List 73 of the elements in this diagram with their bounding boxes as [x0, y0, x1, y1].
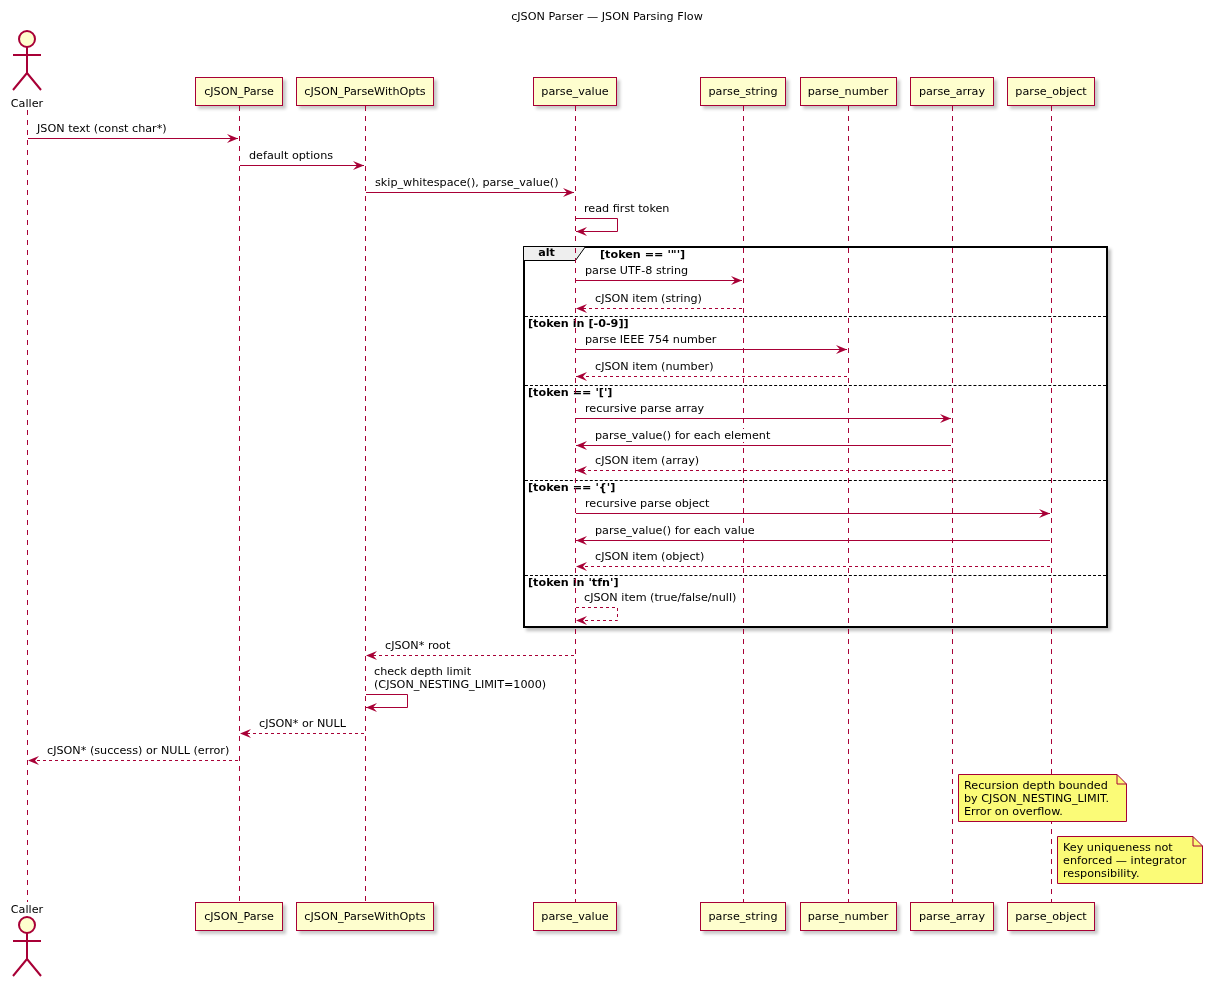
return-arrow: [575, 304, 743, 313]
diagram-title: cJSON Parser — JSON Parsing Flow: [511, 10, 703, 23]
participant-box: parse_object: [1007, 902, 1095, 931]
message-label: cJSON* root: [384, 639, 452, 652]
message-arrow: [239, 161, 365, 170]
participant-box: cJSON_Parse: [195, 77, 283, 106]
message-label: cJSON item (true/false/null): [583, 591, 738, 604]
lifeline: [238, 106, 240, 902]
message-label: JSON text (const char*): [36, 122, 168, 135]
lifeline: [574, 248, 576, 626]
message-label: recursive parse array: [584, 402, 706, 415]
message-arrow: [575, 276, 743, 285]
lifeline: [1050, 248, 1052, 626]
guard-condition: [token == '{']: [527, 481, 617, 494]
participant-box: cJSON_ParseWithOpts: [296, 902, 434, 931]
guard-condition: [token == '[']: [527, 386, 614, 399]
message-arrow: [575, 441, 952, 450]
lifeline: [574, 629, 576, 902]
participant-box: parse_number: [799, 77, 897, 106]
lifeline: [26, 110, 28, 902]
message-label: cJSON item (array): [594, 454, 701, 467]
message-label: skip_whitespace(), parse_value(): [374, 176, 560, 189]
message-label: default options: [248, 149, 335, 162]
message-arrow: [27, 134, 239, 143]
message-label: cJSON item (number): [594, 360, 715, 373]
message-arrow: [365, 188, 575, 197]
message-label: cJSON item (object): [594, 550, 706, 563]
fragment-tab: alt: [523, 246, 586, 261]
lifeline: [951, 629, 953, 902]
lifeline: [847, 248, 849, 626]
lifeline: [847, 629, 849, 902]
message-arrow: [575, 345, 848, 354]
message-label: cJSON* (success) or NULL (error): [46, 744, 231, 757]
participant-box: parse_array: [910, 902, 994, 931]
return-arrow: [575, 607, 618, 625]
participant-box: cJSON_Parse: [195, 902, 283, 931]
participant-box: cJSON_ParseWithOpts: [296, 77, 434, 106]
actor-name: Caller: [10, 97, 44, 110]
return-arrow: [27, 756, 239, 765]
lifeline: [742, 629, 744, 902]
participant-box: parse_string: [700, 902, 786, 931]
return-arrow: [239, 729, 365, 738]
actor-name: Caller: [10, 903, 44, 916]
return-arrow: [575, 372, 848, 381]
message-label: parse UTF-8 string: [584, 264, 690, 277]
message-arrow: [575, 218, 618, 236]
message-arrow: [575, 536, 1051, 545]
lifeline: [951, 248, 953, 626]
participant-box: parse_number: [799, 902, 897, 931]
lifeline: [364, 106, 366, 902]
message-label: recursive parse object: [584, 497, 711, 510]
return-arrow: [365, 651, 575, 660]
note: Recursion depth bounded by CJSON_NESTING_LIMIT. Error on overflow.: [958, 774, 1127, 822]
return-arrow: [575, 562, 1051, 571]
lifeline: [742, 248, 744, 626]
message-arrow: [575, 414, 952, 423]
participant-box: parse_value: [533, 902, 617, 931]
participant-box: parse_string: [700, 77, 786, 106]
message-label: check depth limit (CJSON_NESTING_LIMIT=1000): [373, 665, 548, 691]
message-arrow: [365, 694, 408, 712]
message-label: read first token: [583, 202, 671, 215]
message-label: parse_value() for each value: [594, 524, 756, 537]
message-arrow: [575, 509, 1051, 518]
return-arrow: [575, 466, 952, 475]
message-label: cJSON item (string): [594, 292, 703, 305]
message-label: parse IEEE 754 number: [584, 333, 718, 346]
participant-box: parse_value: [533, 77, 617, 106]
participant-box: parse_object: [1007, 77, 1095, 106]
guard-condition: [token == '"']: [599, 248, 687, 261]
message-label: cJSON* or NULL: [258, 717, 347, 730]
participant-box: parse_array: [910, 77, 994, 106]
note: Key uniqueness not enforced — integrator responsibility.: [1057, 836, 1203, 884]
message-label: parse_value() for each element: [594, 429, 772, 442]
